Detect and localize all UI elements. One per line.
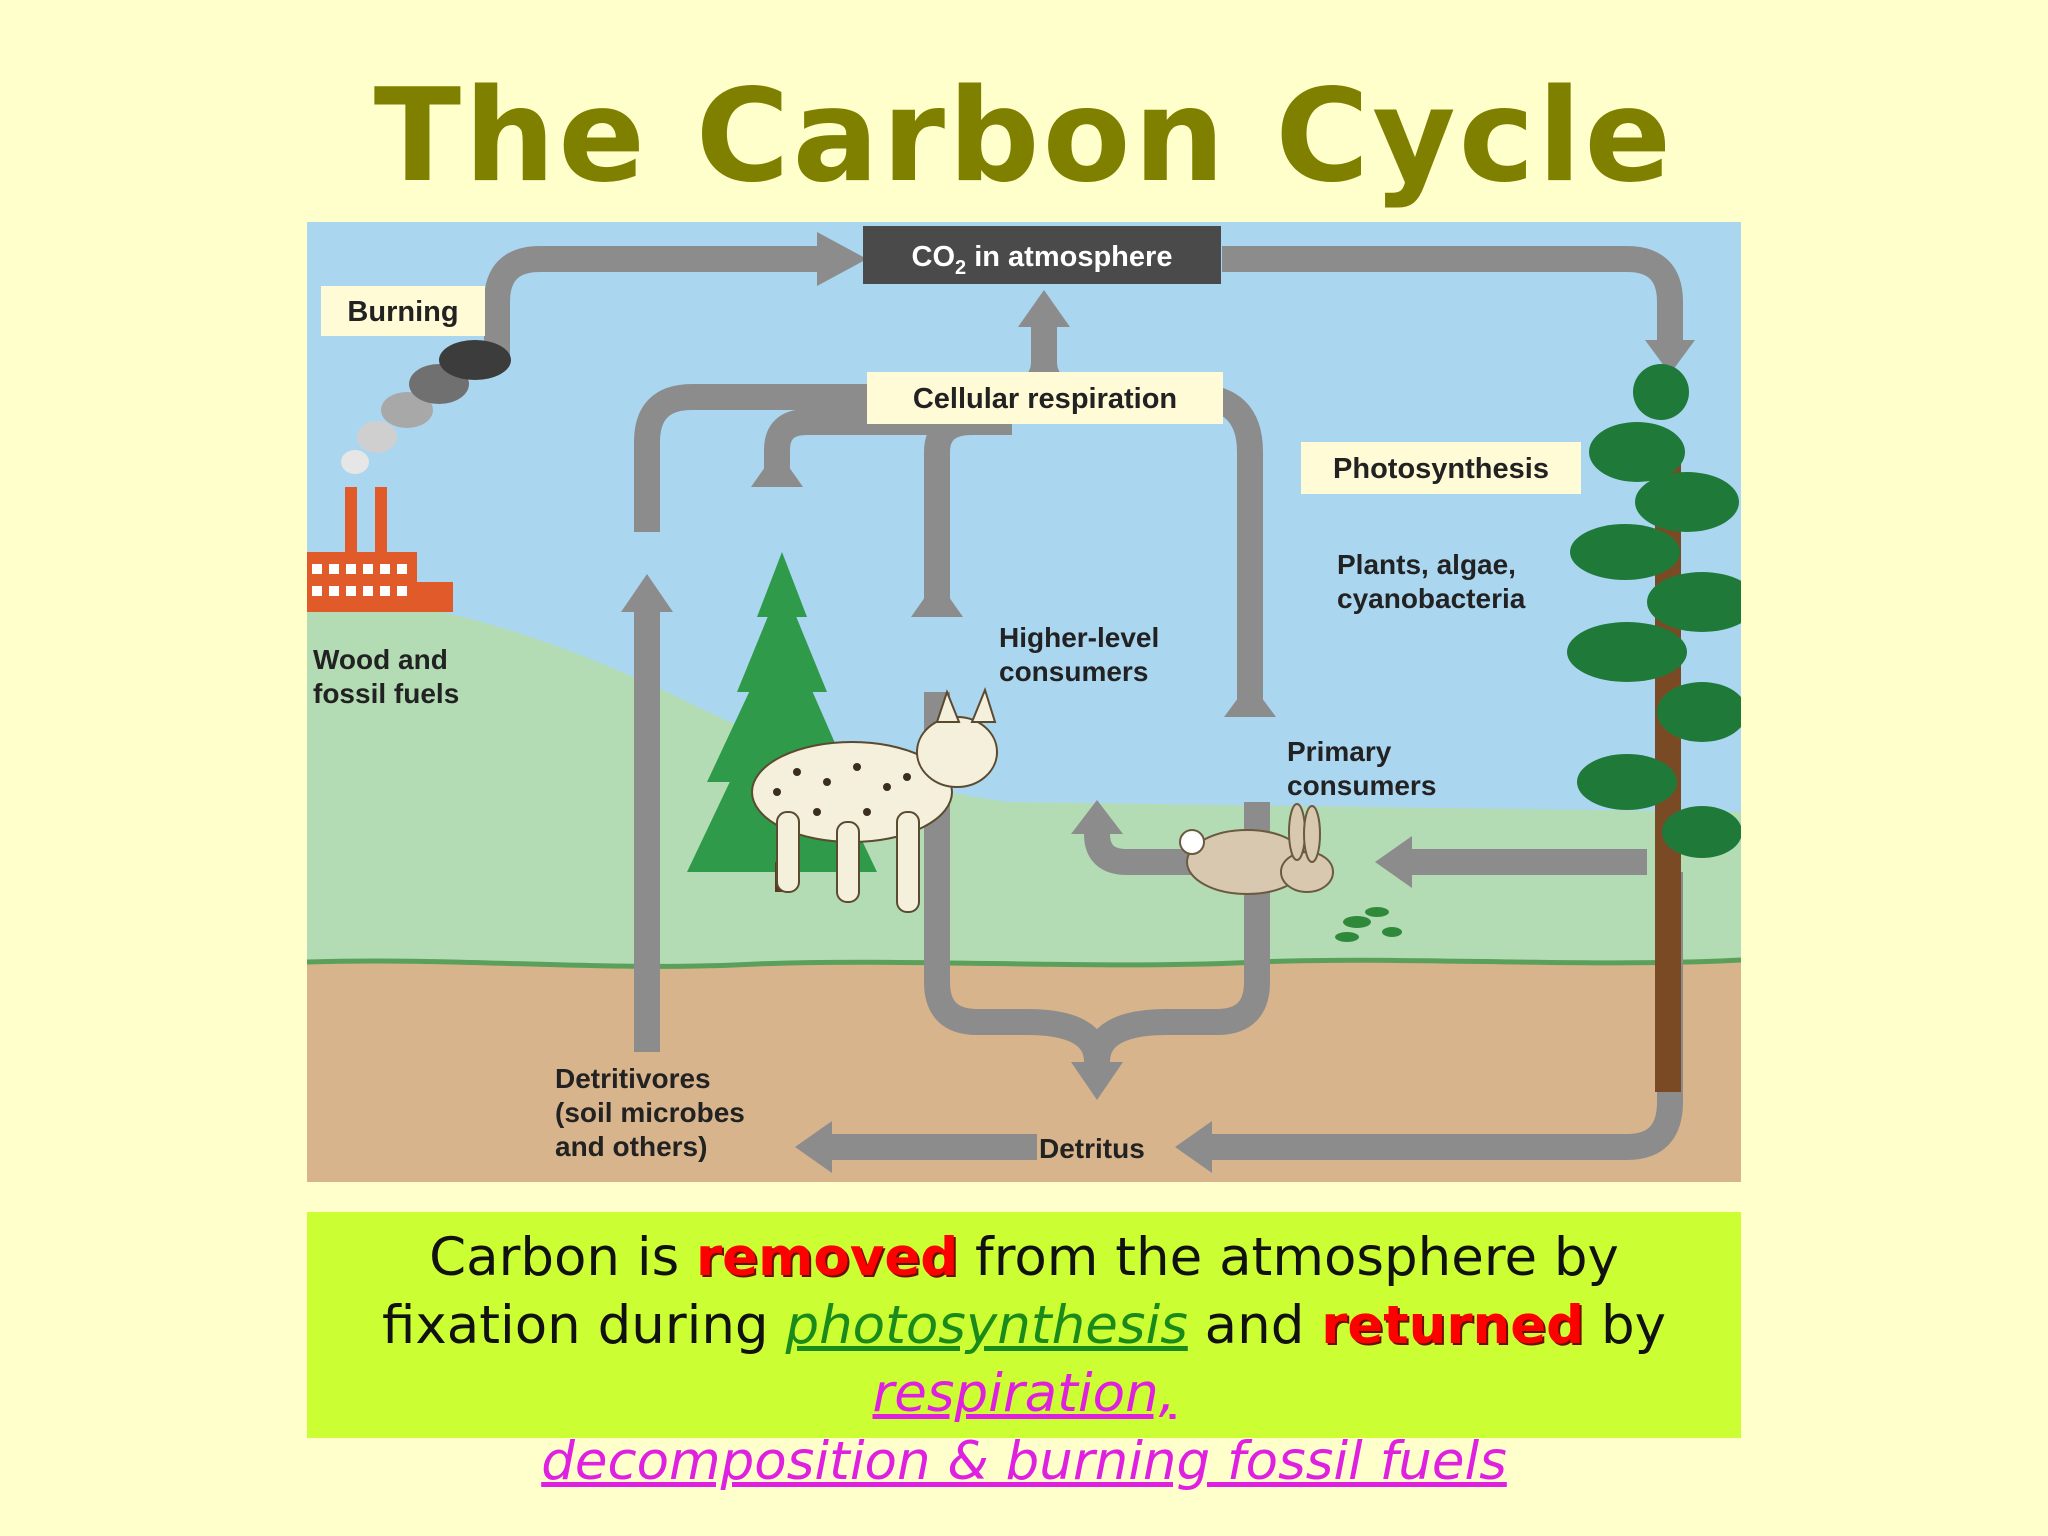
- caption-processes-link-2[interactable]: decomposition & burning fossil fuels: [541, 1431, 1507, 1492]
- co2-label: CO2 in atmosphere: [912, 241, 1173, 279]
- caption-text-1: Carbon is: [429, 1227, 697, 1288]
- wood-fuels-label-line1: Wood and: [313, 644, 448, 675]
- photosynthesis-box: [1301, 442, 1581, 494]
- burning-label: Burning: [347, 296, 458, 328]
- caption-text-2: from the atmosphere by fixation during: [382, 1227, 1619, 1356]
- caption-photosynthesis-link[interactable]: photosynthesis: [785, 1295, 1188, 1356]
- ground: [307, 960, 1741, 1182]
- wood-fuels-label-line2: fossil fuels: [313, 678, 459, 709]
- photosynthesis-label: Photosynthesis: [1333, 453, 1549, 485]
- higher-consumers-label-line1: Higher-level: [999, 622, 1159, 653]
- page-title: The Carbon Cycle: [373, 62, 1675, 211]
- detritivores-label-line1: Detritivores: [555, 1063, 711, 1094]
- caption-box: Carbon is removed from the atmosphere by…: [307, 1212, 1741, 1492]
- caption-returned: returned: [1321, 1295, 1585, 1356]
- tree-illustration: [1567, 364, 1741, 1092]
- burning-box: [321, 286, 485, 336]
- primary-consumers-label-line1: Primary: [1287, 736, 1392, 767]
- detritivores-label-line3: and others): [555, 1131, 707, 1162]
- cellular-respiration-label: Cellular respiration: [913, 383, 1177, 415]
- plants-label-line2: cyanobacteria: [1337, 583, 1526, 614]
- plant-sprig-illustration: [1335, 907, 1402, 942]
- plants-label-line1: Plants, algae,: [1337, 549, 1516, 580]
- rabbit-illustration: [1179, 803, 1334, 895]
- detritivores-label-line2: (soil microbes: [555, 1097, 745, 1128]
- co2-box: [863, 226, 1221, 284]
- primary-consumers-label-line2: consumers: [1287, 770, 1436, 801]
- detritus-label: Detritus: [1039, 1133, 1145, 1164]
- cellular-respiration-box: [867, 372, 1223, 424]
- caption-text-4: by: [1584, 1295, 1666, 1356]
- caption-processes-link-1[interactable]: respiration,: [872, 1363, 1176, 1424]
- ground-grass-line: [307, 957, 1741, 969]
- higher-consumers-label-line2: consumers: [999, 656, 1148, 687]
- arrow-heads: [621, 232, 1695, 1173]
- caption-text-3: and: [1187, 1295, 1322, 1356]
- carbon-cycle-diagram: CO2 in atmosphere Burning Cellular respi…: [307, 222, 1741, 1182]
- caption-removed: removed: [696, 1227, 959, 1288]
- lynx-illustration: [751, 687, 998, 913]
- factory-illustration: [307, 340, 511, 612]
